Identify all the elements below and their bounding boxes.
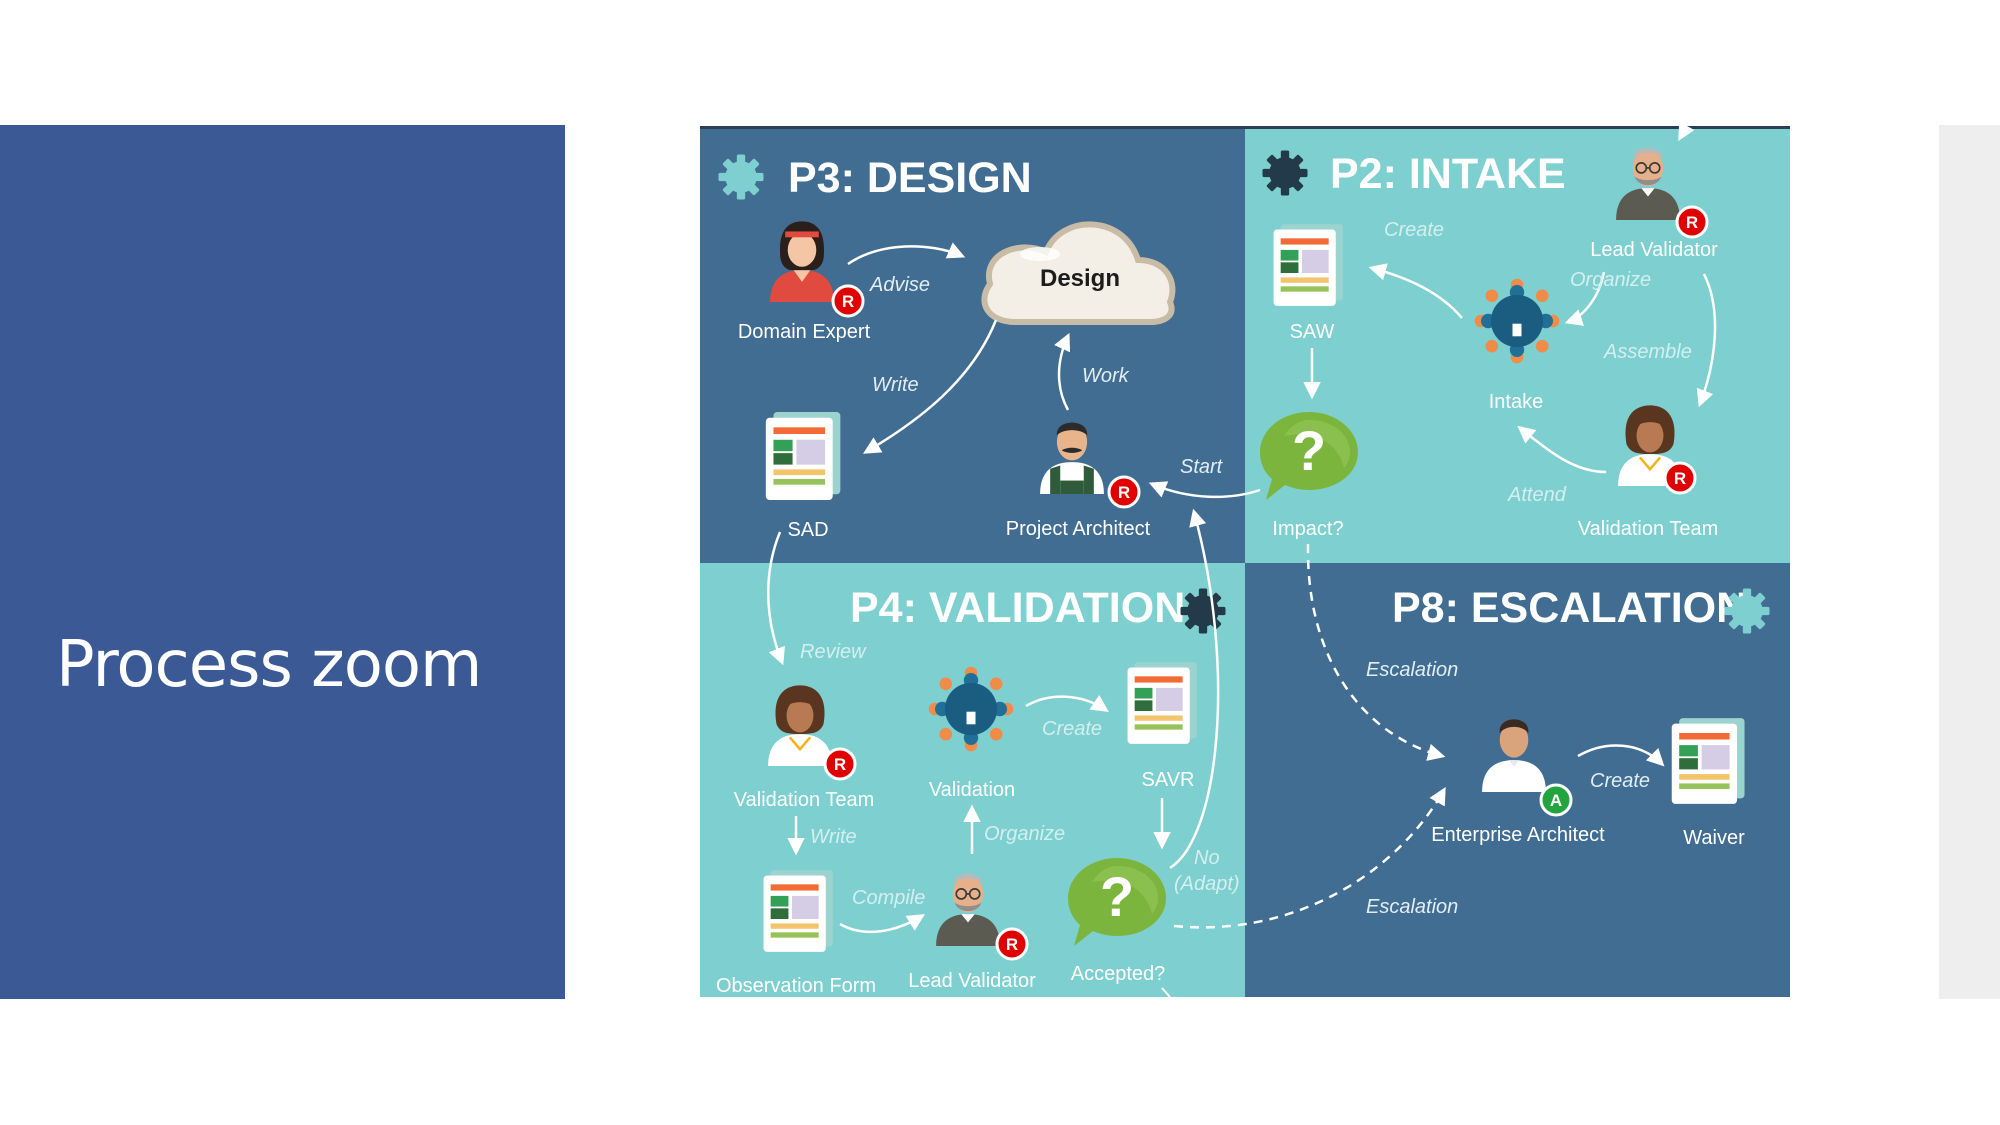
responsible-badge <box>995 927 1029 961</box>
review-label: Review <box>800 641 867 663</box>
advise-label: Advise <box>869 274 930 296</box>
project-architect-label: Project Architect <box>1006 518 1151 540</box>
responsible-badge-label: R <box>1118 483 1130 502</box>
accountable-badge-label: A <box>1550 791 1562 810</box>
work-label: Work <box>1082 365 1130 387</box>
p4-title: P4: VALIDATION <box>850 584 1185 632</box>
document-icon <box>1127 662 1197 744</box>
validation-lead-validator-label: Lead Validator <box>908 970 1036 992</box>
validation-team-label: Validation Team <box>734 789 874 811</box>
responsible-badge <box>1663 461 1697 495</box>
meeting-icon <box>1474 278 1560 364</box>
start-label: Start <box>1180 456 1224 478</box>
attend-arrow <box>1517 425 1607 474</box>
accepted-exit-line <box>1161 987 1171 997</box>
observation-form-label: Observation Form <box>716 975 876 997</box>
responsible-badge-label: R <box>1686 213 1698 232</box>
responsible-badge-label: R <box>834 755 846 774</box>
title-panel: Process zoom <box>0 125 565 999</box>
intake-lead-validator-label: Lead Validator <box>1590 239 1718 261</box>
gear-icon <box>718 154 764 200</box>
document-icon <box>1273 224 1343 306</box>
create-arrow <box>1025 694 1109 712</box>
p8-title: P8: ESCALATION <box>1392 584 1747 632</box>
design-cloud-label: Design <box>1040 265 1120 292</box>
sad-label: SAD <box>787 519 828 541</box>
p4-organize-label: Organize <box>984 823 1065 845</box>
compile-label: Compile <box>852 887 925 909</box>
document-icon <box>763 870 833 952</box>
review-arrow <box>767 531 785 666</box>
p4-write-label: Write <box>810 826 857 848</box>
write-label: Write <box>872 374 919 396</box>
responsible-badge <box>823 747 857 781</box>
no-adapt-label: No <box>1194 847 1220 869</box>
responsible-badge <box>1107 475 1141 509</box>
offscreen-arrow <box>1678 126 1695 142</box>
top-border-line <box>700 126 1790 129</box>
accountable-badge <box>1539 783 1573 817</box>
p8-create-label: Create <box>1590 770 1650 792</box>
responsible-badge <box>831 284 865 318</box>
intake-label: Intake <box>1489 391 1543 413</box>
no-adapt-arrow <box>1169 508 1220 870</box>
waiver-label: Waiver <box>1683 827 1745 849</box>
responsible-badge <box>1675 205 1709 239</box>
create-arrow <box>1368 263 1463 319</box>
organize-label: Organize <box>1570 269 1651 291</box>
meeting-icon <box>928 666 1014 752</box>
accepted-label: Accepted? <box>1071 963 1166 985</box>
organize-arrow <box>1564 271 1606 326</box>
assemble-label: Assemble <box>1603 341 1692 363</box>
next-slide-edge <box>1939 125 2000 999</box>
compile-arrow <box>839 914 925 934</box>
p4-create-label: Create <box>1042 718 1102 740</box>
gear-icon <box>1724 588 1770 634</box>
savr-label: SAVR <box>1142 769 1195 791</box>
write-arrow <box>862 319 998 454</box>
responsible-badge-label: R <box>1006 935 1018 954</box>
slide-title: Process zoom <box>56 628 482 702</box>
responsible-badge-label: R <box>842 292 854 311</box>
gear-icon <box>1262 150 1308 196</box>
process-diagram: ? <box>700 126 1790 997</box>
create-label: Create <box>1384 219 1444 241</box>
escalation-arrow-bottom <box>1173 786 1446 929</box>
work-arrow <box>1054 332 1071 411</box>
domain-expert-label: Domain Expert <box>738 321 871 343</box>
assemble-arrow <box>1696 273 1717 408</box>
no-adapt-label: (Adapt) <box>1174 873 1240 895</box>
document-icon <box>1671 718 1745 804</box>
create-arrow <box>1577 744 1665 767</box>
escalation-top-label: Escalation <box>1366 659 1458 681</box>
validation-label: Validation <box>929 779 1015 801</box>
enterprise-architect-label: Enterprise Architect <box>1431 824 1605 846</box>
escalation-arrow-top <box>1306 543 1446 761</box>
gear-icon <box>1180 588 1226 634</box>
cloud-icon <box>981 221 1176 325</box>
escalation-bottom-label: Escalation <box>1366 896 1458 918</box>
document-icon <box>765 412 841 500</box>
start-arrow <box>1148 481 1261 499</box>
p2-title: P2: INTAKE <box>1330 150 1566 198</box>
impact-label: Impact? <box>1272 518 1343 540</box>
saw-label: SAW <box>1290 321 1335 343</box>
attend-label: Attend <box>1507 484 1567 506</box>
intake-validation-team-label: Validation Team <box>1578 518 1718 540</box>
advise-arrow <box>847 242 966 266</box>
p3-title: P3: DESIGN <box>788 154 1032 202</box>
responsible-badge-label: R <box>1674 469 1686 488</box>
